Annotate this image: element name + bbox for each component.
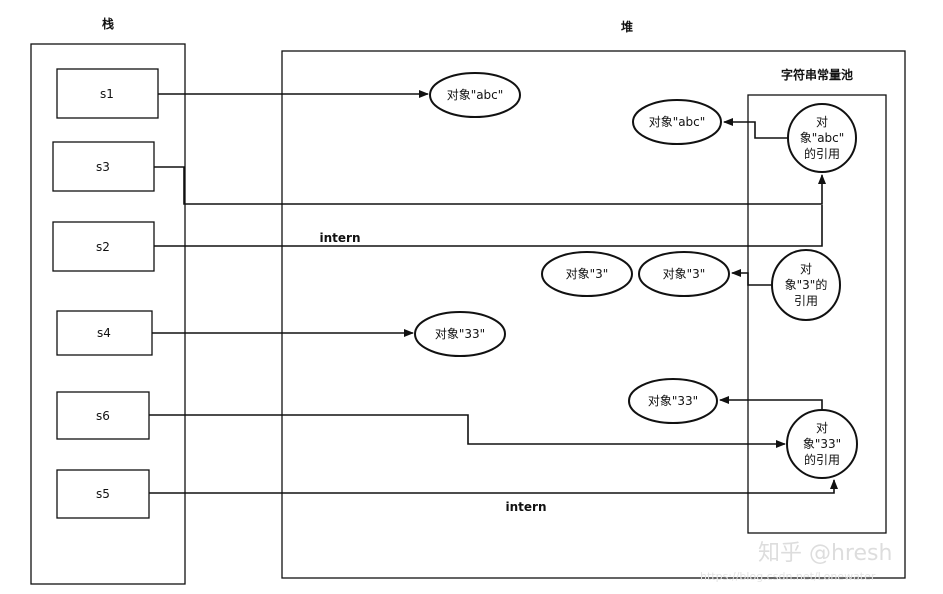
pool-ref-line: 象"33" xyxy=(803,437,841,451)
heap-object-label: 对象"abc" xyxy=(447,88,504,102)
heap-title: 堆 xyxy=(621,19,633,34)
pool-object-label: 对象"33" xyxy=(648,394,698,408)
arrow-ref-to-abc xyxy=(723,118,788,139)
pool-ref-line: 对 xyxy=(800,262,812,276)
heap-object-label: 对象"33" xyxy=(435,327,485,341)
pool-ref-line: 象"abc" xyxy=(800,131,845,145)
heap-object-33 xyxy=(414,311,506,357)
stack-var-s6 xyxy=(56,391,150,440)
stack-var-s2 xyxy=(52,221,155,272)
stack-var-label: s4 xyxy=(97,326,111,340)
stack-var-label: s1 xyxy=(100,87,114,101)
stack-var-label: s6 xyxy=(96,409,110,423)
pool-ref-line: 象"3"的 xyxy=(785,277,828,292)
stack-var-label: s5 xyxy=(96,487,110,501)
pool-object-abc xyxy=(632,99,722,145)
pool-ref-line: 的引用 xyxy=(804,146,840,161)
arrow-s5-to-pool-33 xyxy=(149,479,838,494)
stack-var-s4 xyxy=(56,310,153,356)
arrow-s6-to-pool-33 xyxy=(149,414,786,448)
pool-object-label: 对象"abc" xyxy=(649,115,706,129)
stack-var-label: s2 xyxy=(96,240,110,254)
watermark-main: 知乎 @hresh xyxy=(758,541,892,566)
heap-object-3b xyxy=(638,251,730,297)
pool-ref-line: 对 xyxy=(816,115,828,129)
watermark-url: https://blog.csdn.net/Lonewater xyxy=(700,570,876,583)
heap-object-label: 对象"3" xyxy=(663,267,706,281)
arrow-ref-to-3 xyxy=(731,269,772,286)
stack-var-s3 xyxy=(52,141,155,192)
pool-object-33 xyxy=(628,378,718,424)
heap-object-3a xyxy=(541,251,633,297)
edge-label-intern: intern xyxy=(320,231,361,245)
heap-object-label: 对象"3" xyxy=(566,267,609,281)
string-pool-title: 字符串常量池 xyxy=(781,67,853,82)
arrow-s3-to-pool-abc xyxy=(154,166,826,205)
edge-label-intern: intern xyxy=(506,500,547,514)
pool-ref-line: 的引用 xyxy=(804,452,840,467)
stack-var-s5 xyxy=(56,469,150,519)
stack-title: 栈 xyxy=(102,16,114,31)
arrow-ref-to-33 xyxy=(719,396,823,410)
stack-var-label: s3 xyxy=(96,160,110,174)
pool-ref-line: 引用 xyxy=(794,294,818,308)
pool-ref-line: 对 xyxy=(816,421,828,435)
arrow-s2-to-pool-abc xyxy=(154,205,823,247)
heap-object-abc xyxy=(429,72,521,118)
